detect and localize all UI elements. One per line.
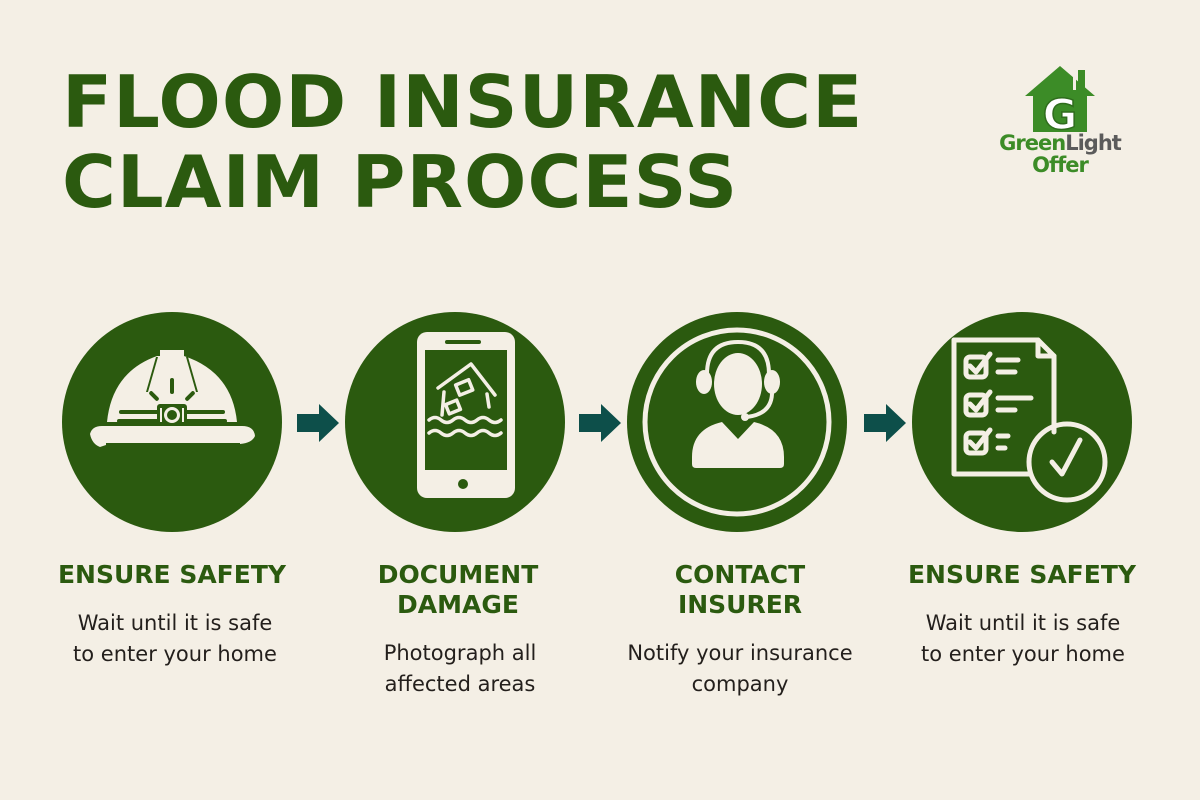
step-4-description: Wait until it is safe to enter your home [893,608,1153,670]
step-1-description: Wait until it is safe to enter your home [45,608,305,670]
title-line-1: FLOOD INSURANCE [62,60,864,144]
checklist-icon [951,337,1108,503]
step-2-circle [345,312,565,532]
step-3-description-line-1: Notify your insurance [627,641,853,665]
step-2-description: Photograph all affected areas [330,638,590,700]
step-4-description-line-2: to enter your home [921,642,1125,666]
logo-word-gray: Light [1065,131,1122,155]
house-icon: G [1025,66,1095,134]
step-1-description-line-2: to enter your home [73,642,277,666]
logo-wordmark: GreenLight [985,132,1135,154]
logo-word-green: Green [999,131,1066,155]
step-2-title: DOCUMENT DAMAGE [328,560,588,620]
arrow-right-icon [297,404,339,442]
step-3-description: Notify your insurance company [610,638,870,700]
step-4-circle [912,312,1132,532]
step-4-description-line-1: Wait until it is safe [925,611,1121,635]
step-2-description-line-1: Photograph all [383,641,537,665]
greenlight-offer-logo: G GreenLight Offer [985,62,1135,182]
step-2-title-line-2: DAMAGE [397,590,519,619]
step-2-title-line-1: DOCUMENT [377,560,539,589]
arrow-right-icon [579,404,621,442]
step-2-description-line-2: affected areas [384,672,536,696]
page-title: FLOOD INSURANCE CLAIM PROCESS [62,62,863,222]
arrow-right-icon [864,404,906,442]
step-1-circle [62,312,282,532]
step-4-title: ENSURE SAFETY [907,560,1136,589]
title-line-2: CLAIM PROCESS [62,140,739,224]
hard-hat-icon [90,350,255,447]
support-agent-headset-icon [642,327,832,517]
phone-flooded-house-icon [417,332,515,498]
logo-word-offer: Offer [1032,153,1089,177]
step-1-title: ENSURE SAFETY [57,560,286,589]
step-1-description-line-1: Wait until it is safe [77,611,273,635]
step-3-title: CONTACT INSURER [610,560,870,620]
step-3-title-line-1: CONTACT [674,560,806,589]
svg-text:G: G [1043,90,1077,134]
step-3-title-line-2: INSURER [677,590,803,619]
step-3-description-line-2: company [691,672,789,696]
step-3-circle [627,312,847,532]
